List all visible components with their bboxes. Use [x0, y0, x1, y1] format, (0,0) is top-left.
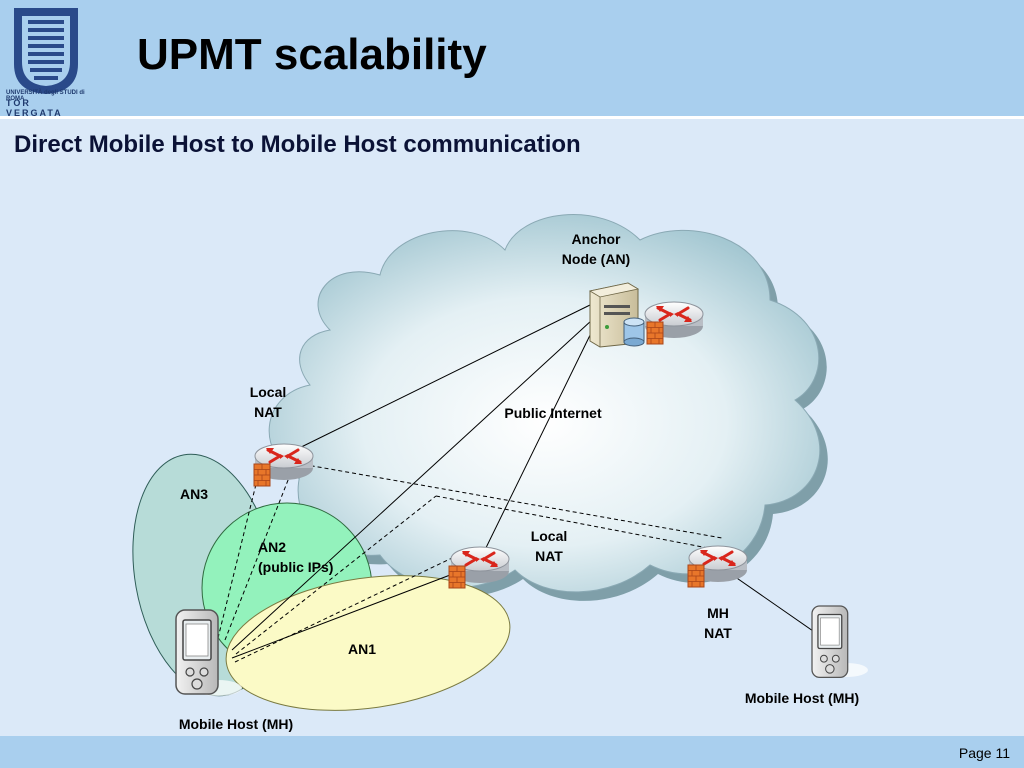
local-nat-left-label: Local NAT	[238, 382, 298, 422]
solid-links	[231, 304, 827, 659]
an3-label: AN3	[180, 486, 209, 502]
mh-nat-label: MH NAT	[688, 603, 748, 643]
mobile-host-right-label: Mobile Host (MH)	[744, 690, 860, 706]
public-internet-label: Public Internet	[504, 405, 602, 421]
anchor-node-label: Anchor Node (AN)	[550, 229, 642, 269]
an1-area	[225, 575, 511, 711]
local-nat-mid-label-line1: Local	[530, 528, 568, 544]
database-icon	[623, 317, 645, 347]
anchor-node-label-line1: Anchor	[571, 231, 621, 247]
an2-label-line1: AN2	[258, 539, 287, 555]
slide-subtitle: Direct Mobile Host to Mobile Host commun…	[14, 131, 581, 158]
footer-bar: Page 11	[0, 736, 1024, 768]
logo-caption: UNIVERSITÀ degli STUDI di ROMA	[6, 90, 85, 102]
logo-caption-main: TOR VERGATA	[6, 98, 63, 118]
local-nat-left-label-line1: Local	[249, 384, 287, 400]
mobile-host-left-icon	[175, 609, 242, 696]
local-nat-mid-label: Local NAT	[519, 526, 579, 566]
dashed-links	[217, 459, 723, 663]
university-logo	[14, 8, 78, 94]
an2-label: AN2 (public IPs)	[258, 537, 333, 577]
mobile-host-right-icon	[811, 605, 868, 679]
local-nat-mid-label-line2: NAT	[535, 548, 563, 564]
mh-nat-firewall-icon	[687, 564, 705, 588]
local-nat-left-label-line2: NAT	[254, 404, 282, 420]
an1-label: AN1	[348, 641, 377, 657]
anchor-firewall-icon	[646, 321, 664, 345]
mh-nat-label-line1: MH	[707, 605, 729, 621]
anchor-node-label-line2: Node (AN)	[561, 251, 631, 267]
local-nat-left-firewall-icon	[253, 463, 271, 487]
mh-nat-label-line2: NAT	[704, 625, 732, 641]
slide-title: UPMT scalability	[137, 30, 487, 79]
page-number: Page 11	[958, 745, 1010, 761]
an2-label-line2: (public IPs)	[258, 559, 334, 575]
mobile-host-left-label: Mobile Host (MH)	[178, 716, 294, 732]
header-bar: UNIVERSITÀ degli STUDI di ROMA TOR VERGA…	[0, 0, 1024, 119]
local-nat-mid-firewall-icon	[448, 565, 466, 589]
